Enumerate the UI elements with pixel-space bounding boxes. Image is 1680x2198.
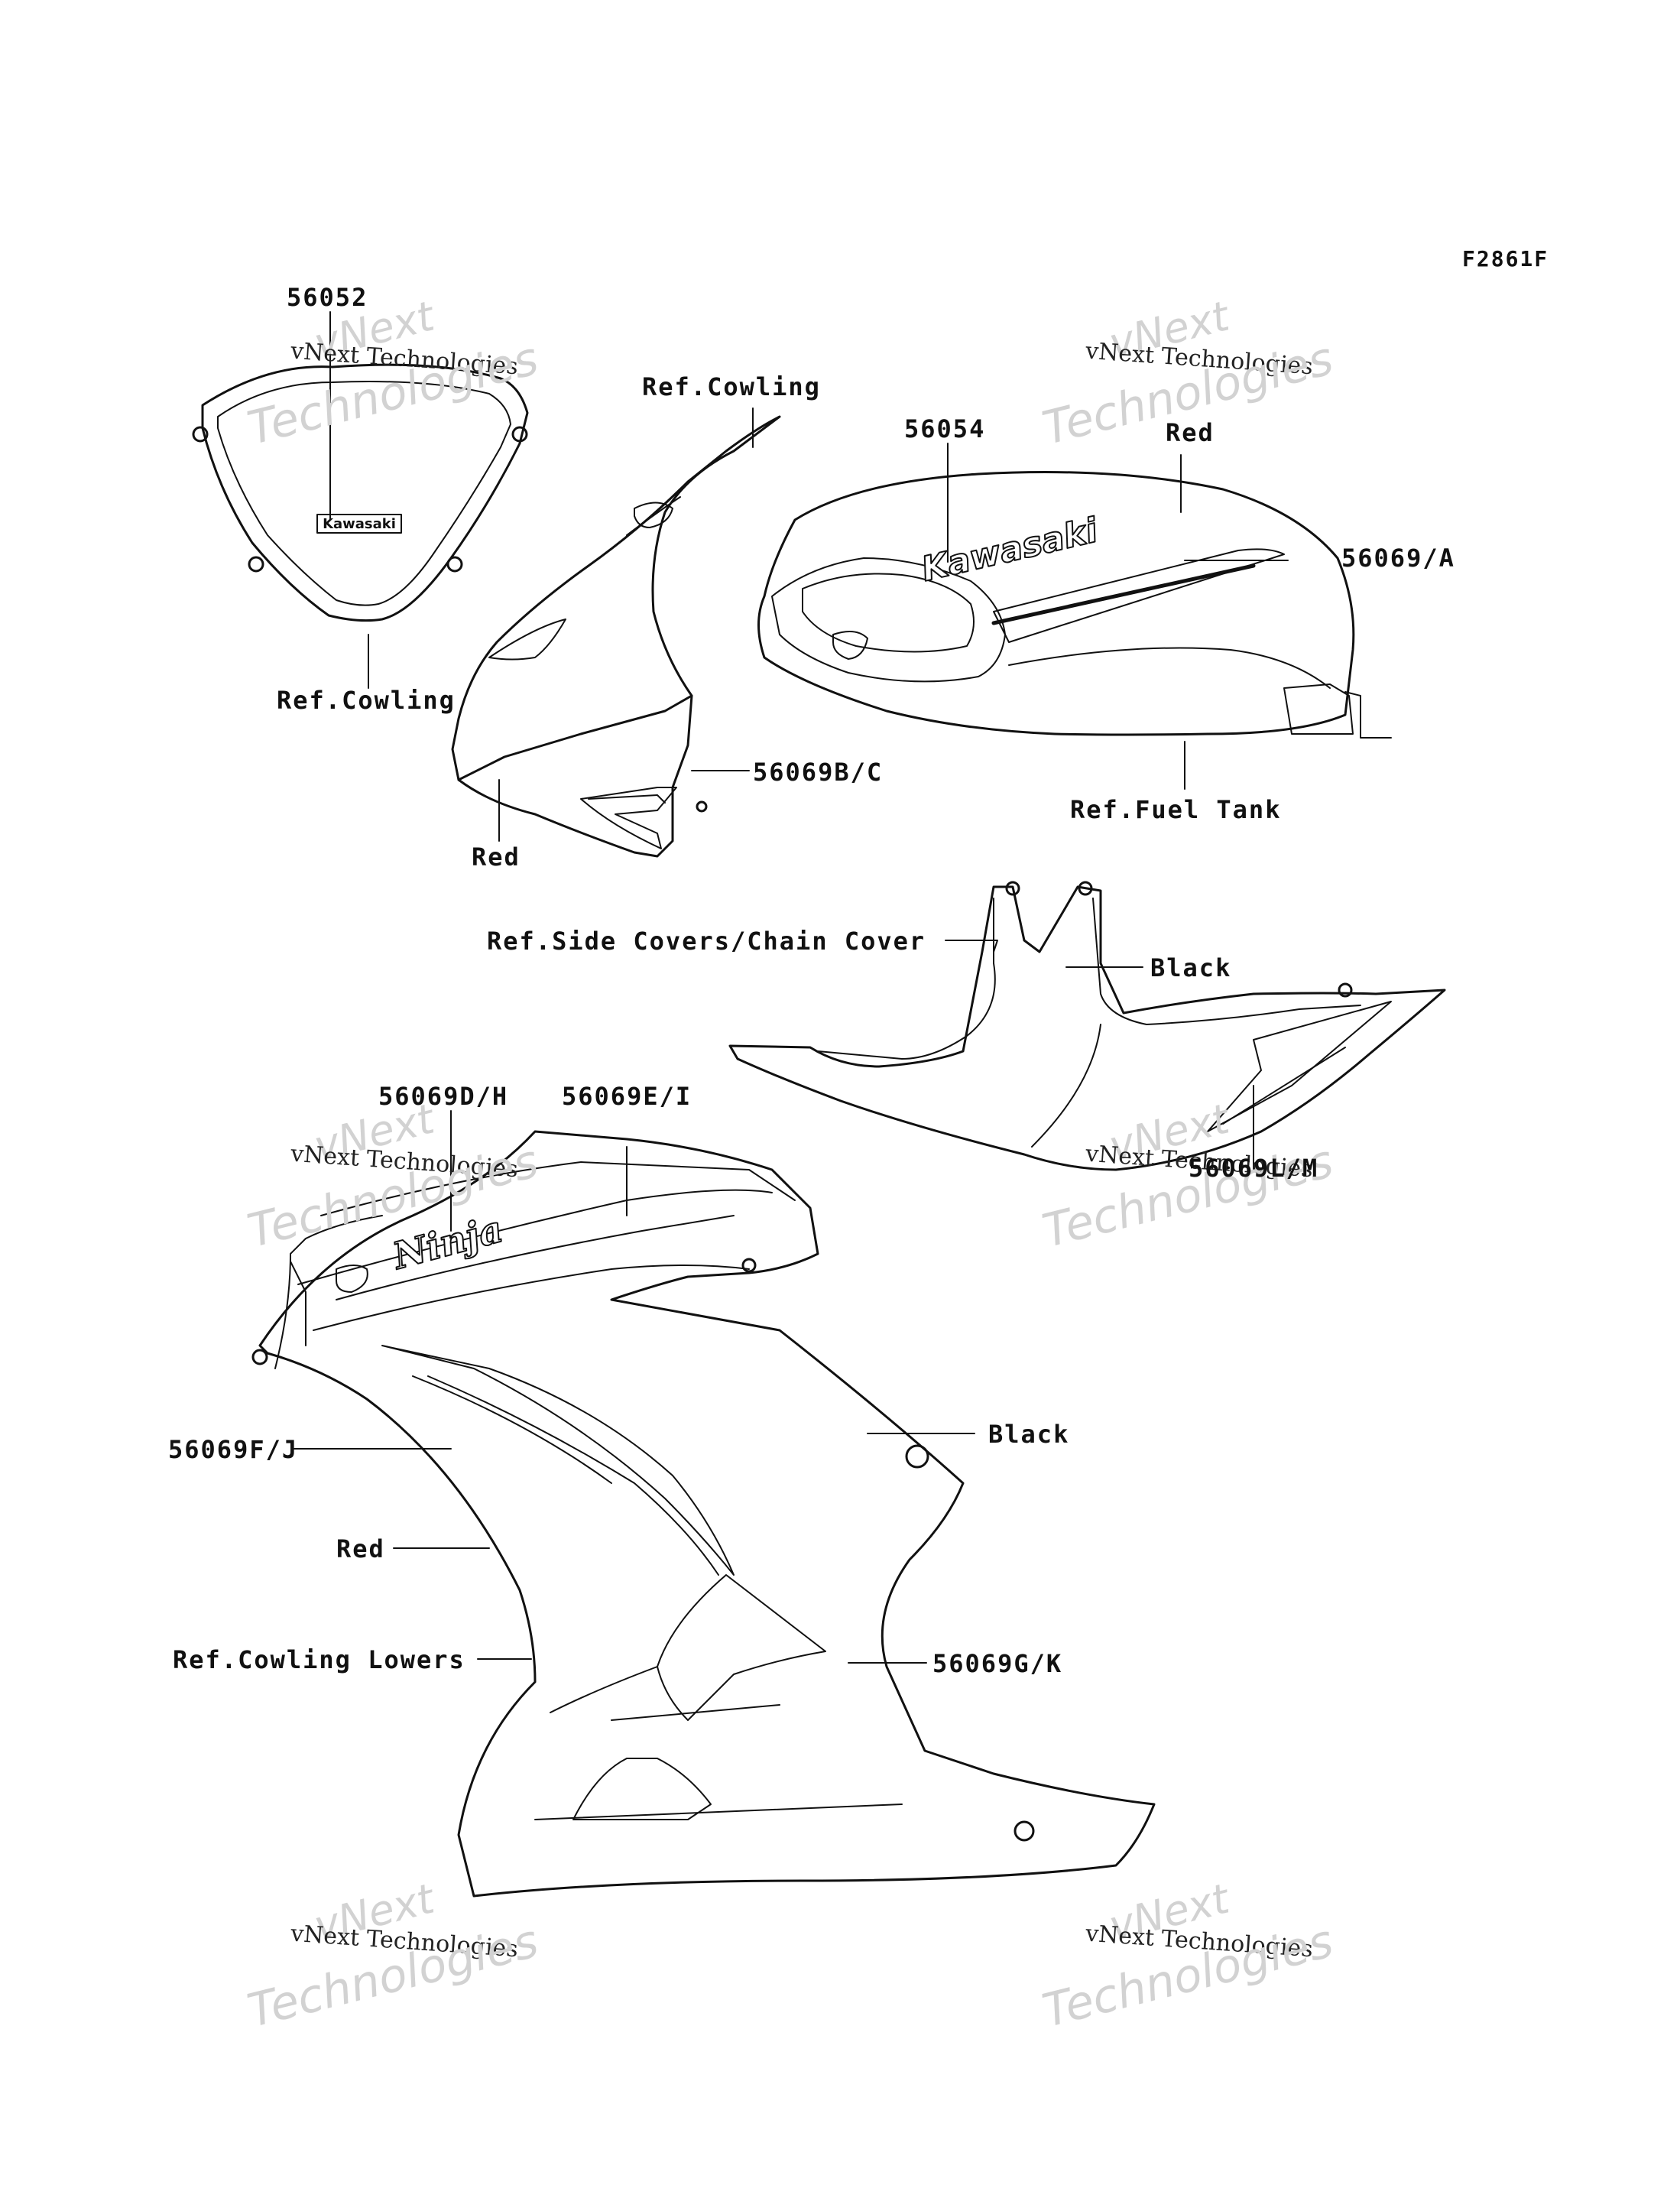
- label-black-cover: Black: [1150, 953, 1232, 982]
- label-56069-a: 56069/A: [1341, 544, 1455, 573]
- label-ref-cowling-windshield: Ref.Cowling: [277, 686, 456, 715]
- label-ref-cowling-upper: Ref.Cowling: [642, 372, 821, 401]
- label-black-lower: Black: [988, 1420, 1070, 1449]
- windshield-logo: Kawasaki: [323, 516, 396, 532]
- label-ref-cowling-lowers: Ref.Cowling Lowers: [173, 1645, 465, 1674]
- label-56069-dh: 56069D/H: [378, 1082, 509, 1111]
- label-56069-gk: 56069G/K: [932, 1649, 1063, 1678]
- upper-cowling-drawing: [451, 415, 781, 858]
- label-ref-fuel-tank: Ref.Fuel Tank: [1070, 795, 1282, 824]
- label-56069-fj: 56069F/J: [168, 1435, 299, 1464]
- label-red-cowl: Red: [472, 843, 521, 872]
- label-ref-side-covers: Ref.Side Covers/Chain Cover: [487, 927, 926, 956]
- tank-logo: Kawasaki: [918, 511, 1102, 589]
- label-56069-ei: 56069E/I: [562, 1082, 692, 1111]
- label-56069-lm: 56069L/M: [1189, 1154, 1319, 1183]
- lower-fairing-drawing: Ninja: [251, 1130, 1156, 1898]
- label-red-tank: Red: [1166, 418, 1215, 447]
- leader-lines: [294, 311, 1289, 1664]
- windshield-drawing: Kawasaki: [192, 363, 529, 622]
- fuel-tank-drawing: Kawasaki: [757, 471, 1392, 739]
- side-cover-drawing: [728, 881, 1446, 1171]
- label-56069-bc: 56069B/C: [753, 758, 884, 787]
- label-56054: 56054: [904, 414, 986, 443]
- label-56052: 56052: [287, 283, 368, 312]
- figure-code: F2861F: [1462, 246, 1549, 271]
- label-red-lower: Red: [336, 1534, 385, 1563]
